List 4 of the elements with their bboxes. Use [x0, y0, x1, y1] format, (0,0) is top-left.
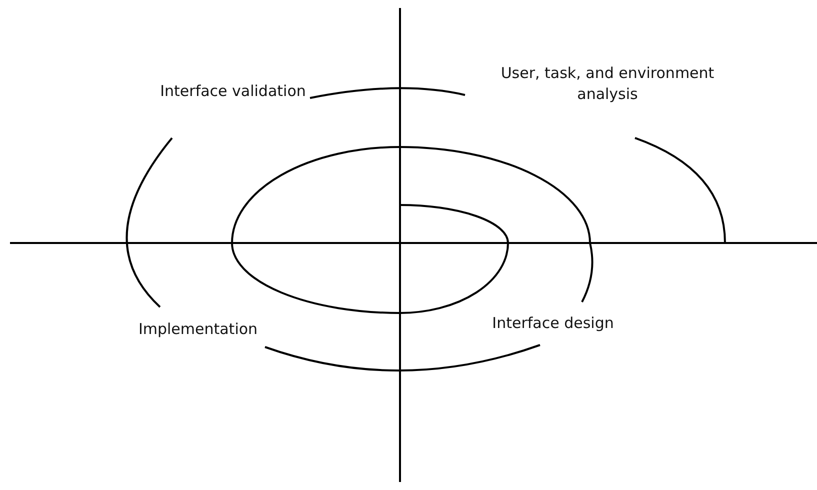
stage-label: Implementation — [137, 319, 259, 340]
stage-label: Interface validation — [159, 81, 307, 102]
stage-label: Interface design — [491, 313, 615, 334]
stage-label: User, task, and environment analysis — [500, 63, 715, 105]
